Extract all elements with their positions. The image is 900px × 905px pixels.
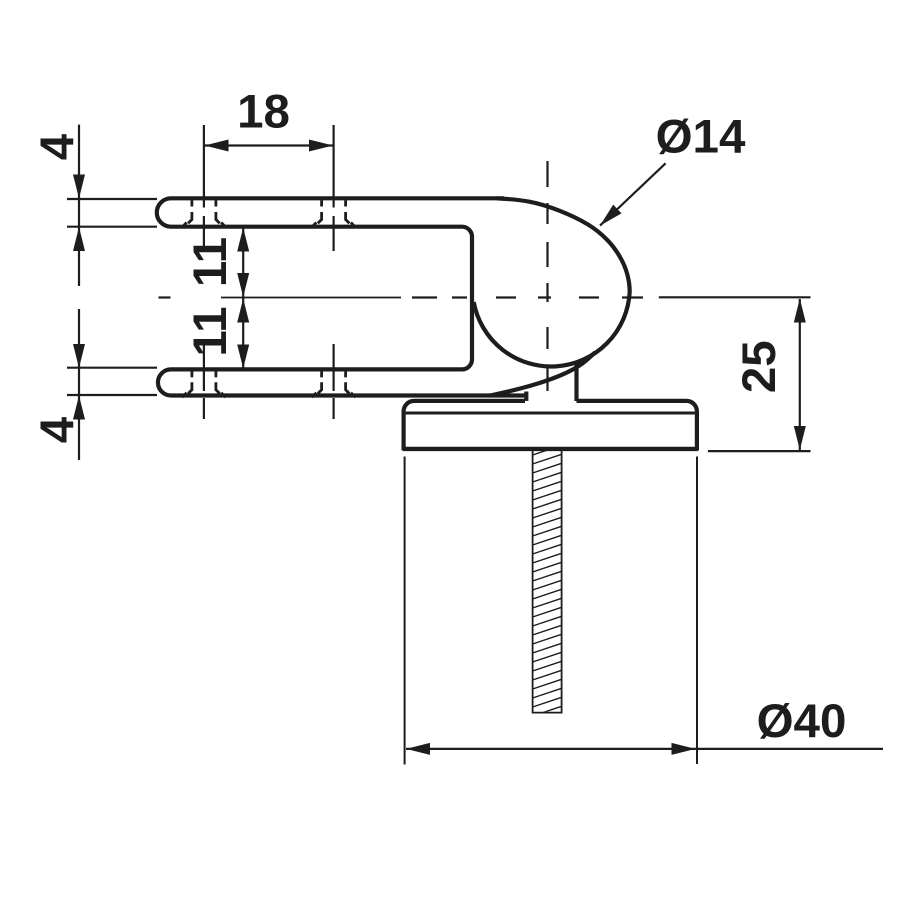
svg-text:Ø14: Ø14 [656, 111, 746, 164]
svg-text:25: 25 [733, 340, 786, 393]
svg-text:Ø40: Ø40 [757, 695, 847, 748]
svg-text:11: 11 [184, 306, 237, 356]
svg-text:4: 4 [31, 416, 84, 443]
svg-text:11: 11 [184, 237, 237, 287]
svg-text:18: 18 [237, 85, 290, 138]
svg-text:4: 4 [31, 133, 84, 160]
